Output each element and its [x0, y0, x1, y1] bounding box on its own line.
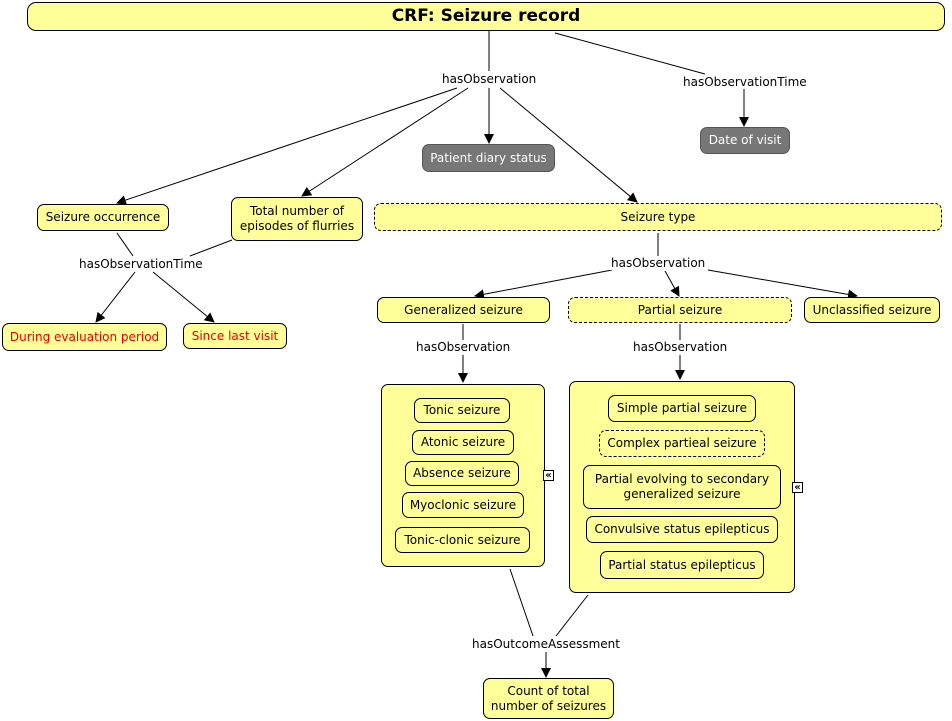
link-label-has-observation: hasObservation	[441, 72, 538, 86]
group-item-complex-partial-seizure[interactable]: Complex partieal seizure	[599, 430, 765, 457]
expand-partial-icon[interactable]: «	[792, 482, 803, 493]
during-evaluation-period-node[interactable]: During evaluation period	[2, 323, 167, 351]
count-total-seizures-node[interactable]: Count of total number of seizures	[483, 678, 614, 719]
unclassified-seizure-node[interactable]: Unclassified seizure	[804, 297, 940, 323]
total-episodes-node[interactable]: Total number of episodes of flurries	[231, 197, 363, 241]
seizure-occurrence-node[interactable]: Seizure occurrence	[37, 204, 169, 231]
link-label-has-observation-type: hasObservation	[610, 256, 707, 270]
link-label-has-observation-generalized: hasObservation	[415, 340, 512, 354]
date-of-visit-node[interactable]: Date of visit	[700, 127, 790, 154]
crf-title-node[interactable]: CRF: Seizure record	[27, 2, 945, 31]
group-item-convulsive-status-epilepticus[interactable]: Convulsive status epilepticus	[586, 516, 778, 543]
group-item-atonic-seizure[interactable]: Atonic seizure	[412, 430, 514, 455]
group-item-tonic-seizure[interactable]: Tonic seizure	[414, 398, 510, 423]
generalized-seizure-node[interactable]: Generalized seizure	[377, 297, 550, 323]
group-item-myoclonic-seizure[interactable]: Myoclonic seizure	[402, 492, 524, 518]
link-label-has-observation-time: hasObservationTime	[682, 75, 808, 89]
group-item-tonic-clonic-seizure[interactable]: Tonic-clonic seizure	[395, 527, 530, 553]
seizure-type-node[interactable]: Seizure type	[374, 203, 942, 231]
group-item-partial-evolving-seizure[interactable]: Partial evolving to secondary generalize…	[583, 465, 781, 509]
patient-diary-status-node[interactable]: Patient diary status	[422, 144, 555, 172]
link-label-has-observation-time-left: hasObservationTime	[78, 257, 204, 271]
since-last-visit-node[interactable]: Since last visit	[183, 323, 287, 349]
link-label-has-outcome-assessment: hasOutcomeAssessment	[471, 637, 621, 651]
group-item-partial-status-epilepticus[interactable]: Partial status epilepticus	[600, 551, 764, 579]
group-item-absence-seizure[interactable]: Absence seizure	[405, 461, 519, 486]
link-label-has-observation-partial: hasObservation	[632, 340, 729, 354]
partial-seizure-node[interactable]: Partial seizure	[568, 297, 792, 323]
group-item-simple-partial-seizure[interactable]: Simple partial seizure	[608, 395, 756, 422]
expand-generalized-icon[interactable]: «	[543, 470, 554, 481]
